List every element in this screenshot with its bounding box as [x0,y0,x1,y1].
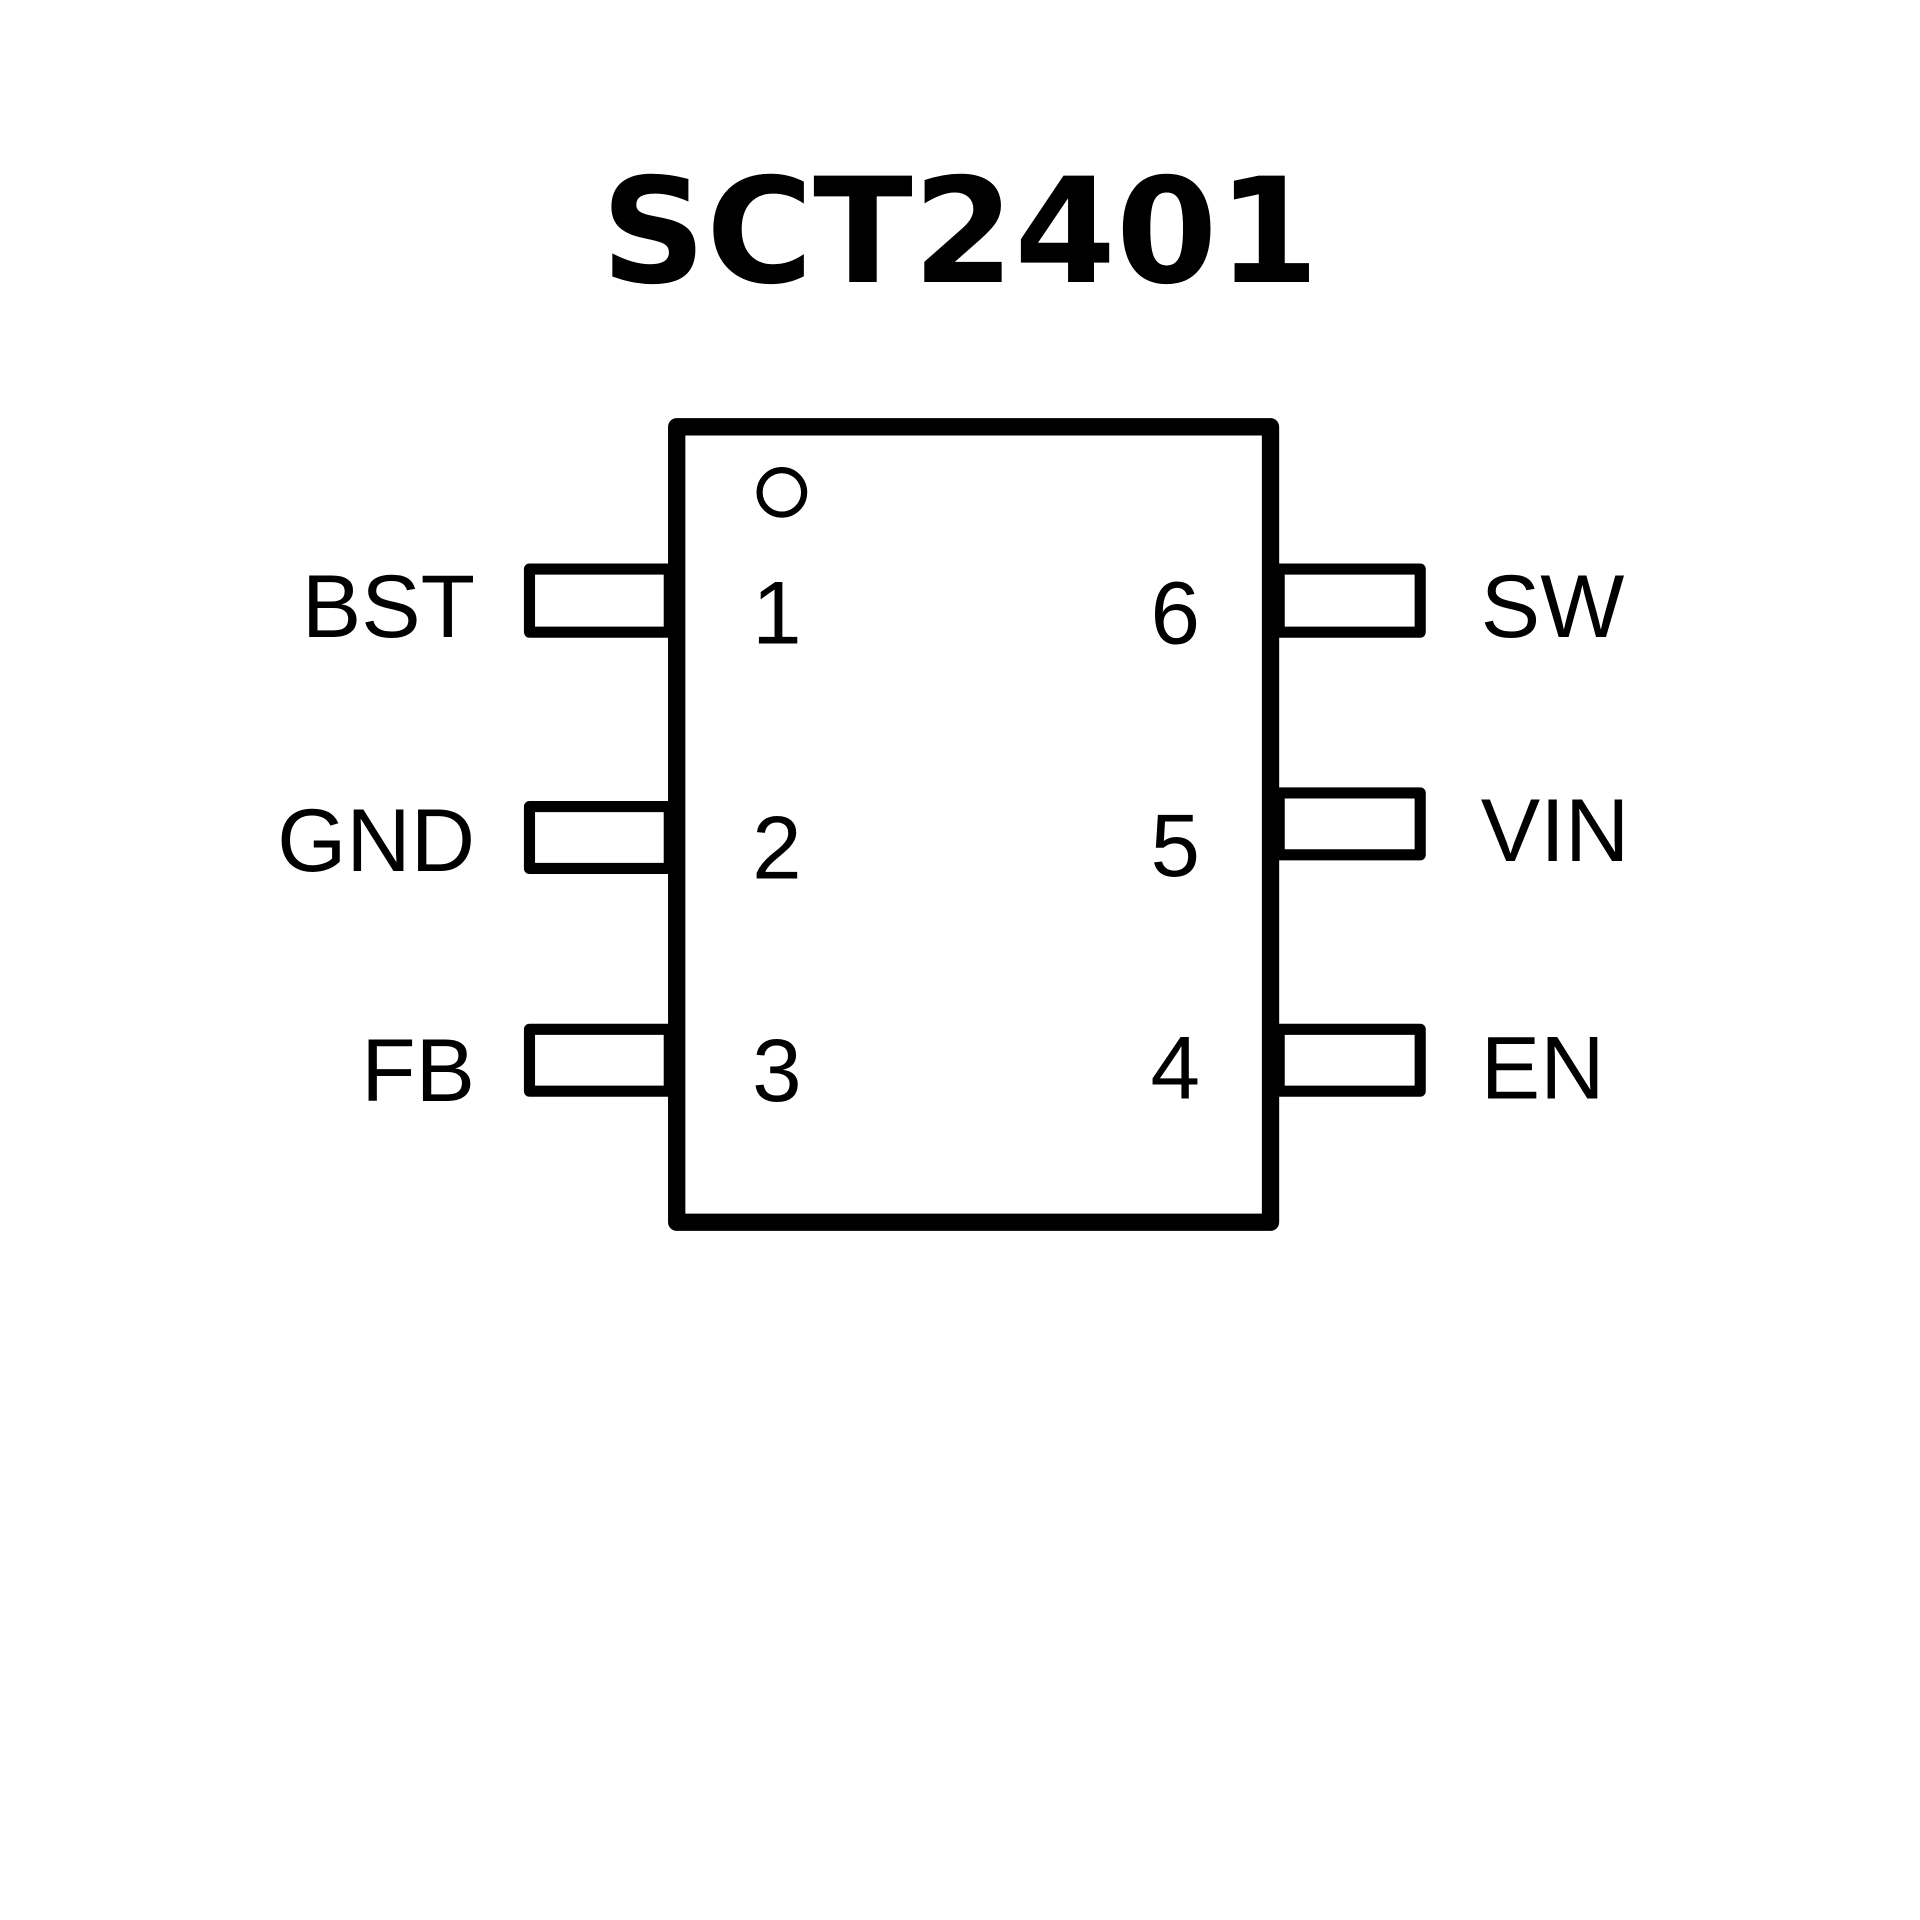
chip-body [668,418,1280,1231]
pin-1: BST 1 [302,556,802,662]
chip-title: SCT2401 [601,148,1319,317]
pin-4: EN 4 [1150,1018,1604,1118]
pin-2: GND 2 [277,790,802,897]
pin-name: BST [302,556,475,656]
pin-name: GND [277,790,475,890]
pin-number: 2 [752,797,802,897]
pin1-marker-dot [756,467,808,518]
pin-number: 3 [752,1020,802,1120]
pin-lead [1273,787,1426,861]
pin-5: VIN 5 [1150,780,1629,895]
pin-name: VIN [1481,780,1629,880]
pin-lead [523,563,675,638]
pin-lead [1273,563,1426,638]
pin-name: FB [361,1020,475,1120]
pin-lead [523,801,675,875]
pin-number: 5 [1150,795,1200,895]
pin-lead [523,1023,675,1097]
pin-lead [1273,1023,1426,1097]
pin-3: FB 3 [361,1020,801,1120]
pin-name: SW [1481,556,1624,656]
pin-name: EN [1481,1018,1605,1118]
pin-number: 1 [752,562,802,662]
pin-6: SW 6 [1150,556,1624,662]
pin-number: 4 [1150,1018,1200,1118]
pin-number: 6 [1150,562,1200,662]
